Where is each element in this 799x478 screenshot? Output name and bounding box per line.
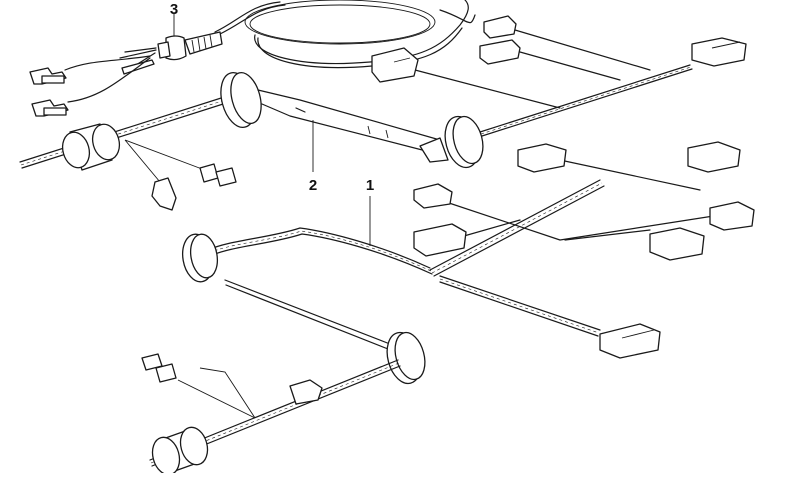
callout-label-2: 2 [308, 177, 318, 194]
callout-label-3: 3 [169, 1, 179, 18]
upper-right-connectors [371, 15, 747, 137]
part-1-lower-harness [141, 141, 755, 476]
part-3-lead-assembly [29, 0, 476, 117]
part-2-upper-harness [19, 71, 484, 211]
callout-label-1: 1 [365, 177, 375, 194]
